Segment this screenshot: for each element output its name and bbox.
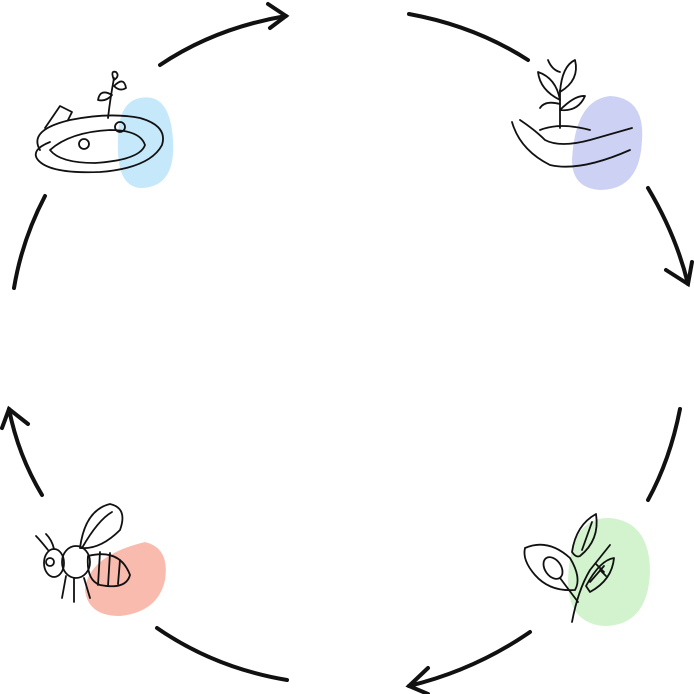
arc-right-bottom bbox=[646, 407, 682, 502]
color-blob bbox=[568, 517, 650, 626]
arc-left-bottom-arrow bbox=[7, 407, 44, 497]
pond-with-sprout-icon bbox=[34, 70, 174, 188]
arrowhead-bottom bbox=[405, 666, 430, 694]
arc-bottom-left bbox=[155, 626, 289, 682]
arc-top-right bbox=[407, 12, 530, 62]
arrowhead-left bbox=[0, 405, 30, 430]
color-blob bbox=[85, 542, 166, 616]
arc-bottom-right-arrow bbox=[407, 630, 532, 688]
color-blob bbox=[572, 96, 643, 190]
leaves-spoon-fork-icon bbox=[523, 513, 650, 626]
arc-top-left-arrow bbox=[158, 14, 288, 67]
arrowhead-right bbox=[664, 260, 694, 288]
bee-icon bbox=[35, 503, 166, 616]
arc-left-top bbox=[12, 194, 47, 290]
arrowhead-top bbox=[266, 2, 290, 30]
hands-holding-seedling-icon bbox=[511, 59, 643, 190]
color-blob bbox=[117, 97, 174, 188]
arc-right-top-arrow bbox=[646, 186, 690, 286]
